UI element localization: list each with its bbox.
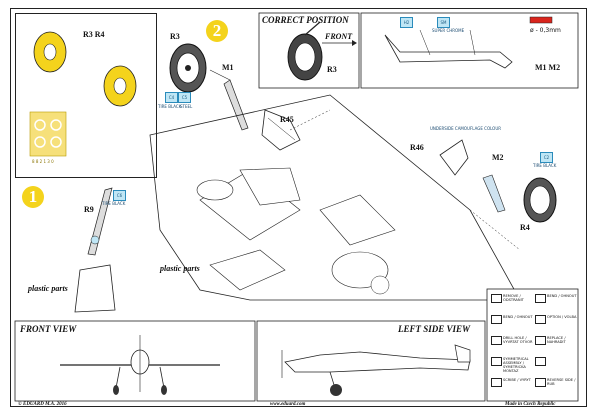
legend-text: REVERSE SIDE / RUB	[547, 378, 576, 386]
color-chip-e: SM	[437, 17, 450, 28]
label-r45: R45	[280, 115, 294, 124]
callout-wire-spec: ø - 0,3mm	[530, 27, 561, 34]
label-plastic-parts-left: plastic parts	[28, 284, 68, 293]
label-m1-m2: M1 M2	[535, 63, 561, 72]
footer-website: www.eduard.com	[270, 402, 306, 407]
label-m2: M2	[492, 153, 504, 162]
callout-steel: STEEL	[180, 104, 193, 109]
drill-icon	[491, 336, 502, 345]
callout-super-chrome: SUPER CHROME	[432, 28, 465, 33]
reverse-icon	[535, 378, 546, 387]
color-chip-c: H2	[400, 17, 413, 28]
front-view-heading: FRONT VIEW	[20, 324, 77, 334]
label-r46: R46	[410, 143, 424, 152]
replace-icon	[535, 336, 546, 345]
callout-underside-colour: UNDERSIDE CAMOUFLAGE COLOUR	[430, 126, 502, 131]
symmetrical-icon	[491, 357, 502, 366]
label-r3-step2: R3	[170, 32, 180, 41]
step-2-badge: 2	[206, 20, 228, 42]
left-side-view-heading: LEFT SIDE VIEW	[398, 324, 471, 334]
label-r9: R9	[84, 205, 94, 214]
legend-text: BEND / OHNOUT	[547, 294, 577, 298]
callout-mask-code: 8 8 2 1 3 0	[32, 159, 54, 164]
color-chip-d: C6	[113, 190, 126, 201]
legend-text: BEND / OHNOUT	[503, 315, 533, 319]
color-chip-b: C5	[178, 92, 191, 103]
callout-tire-black-2: TIRE BLACK	[102, 201, 126, 206]
remove-icon	[491, 294, 502, 303]
label-plastic-parts-mid: plastic parts	[160, 264, 200, 273]
legend-text: REMOVE / ODSTRANIT	[503, 294, 524, 302]
legend-text: DRILL HOLE / VYVRTAT OTVOR	[503, 336, 533, 344]
callout-tire-black-3: TIRE BLACK	[533, 163, 557, 168]
note-icon	[535, 357, 546, 366]
legend-text: SCRIBE / VYRYT	[503, 378, 531, 382]
label-m1: M1	[222, 63, 234, 72]
bend-icon	[535, 294, 546, 303]
label-r4: R4	[520, 223, 530, 232]
callout-tire-black-1: TIRE BLACK	[158, 104, 182, 109]
legend-text: SYMMETRICAL ASSEMBLY / SYMETRICKA MONTAZ	[503, 357, 529, 373]
footer-copyright: © EDUARD M.A. 2016	[18, 402, 67, 407]
color-chip-a: C4	[165, 92, 178, 103]
option-icon	[535, 315, 546, 324]
legend-text: OPTION / VOLBA	[547, 315, 577, 319]
bend-cut-icon	[491, 315, 502, 324]
correct-position-heading: CORRECT POSITION	[262, 15, 349, 25]
label-front: FRONT	[325, 32, 353, 41]
sheet-frame	[10, 8, 587, 407]
color-chip-f: C2	[540, 152, 553, 163]
label-r3-r4: R3 R4	[83, 30, 105, 39]
legend-text: REPLACE / NAHRADIT	[547, 336, 566, 344]
scribe-icon	[491, 378, 502, 387]
footer-origin: Made in Czech Republic	[505, 402, 556, 407]
label-r3-correct: R3	[327, 65, 337, 74]
step-1-badge: 1	[22, 186, 44, 208]
